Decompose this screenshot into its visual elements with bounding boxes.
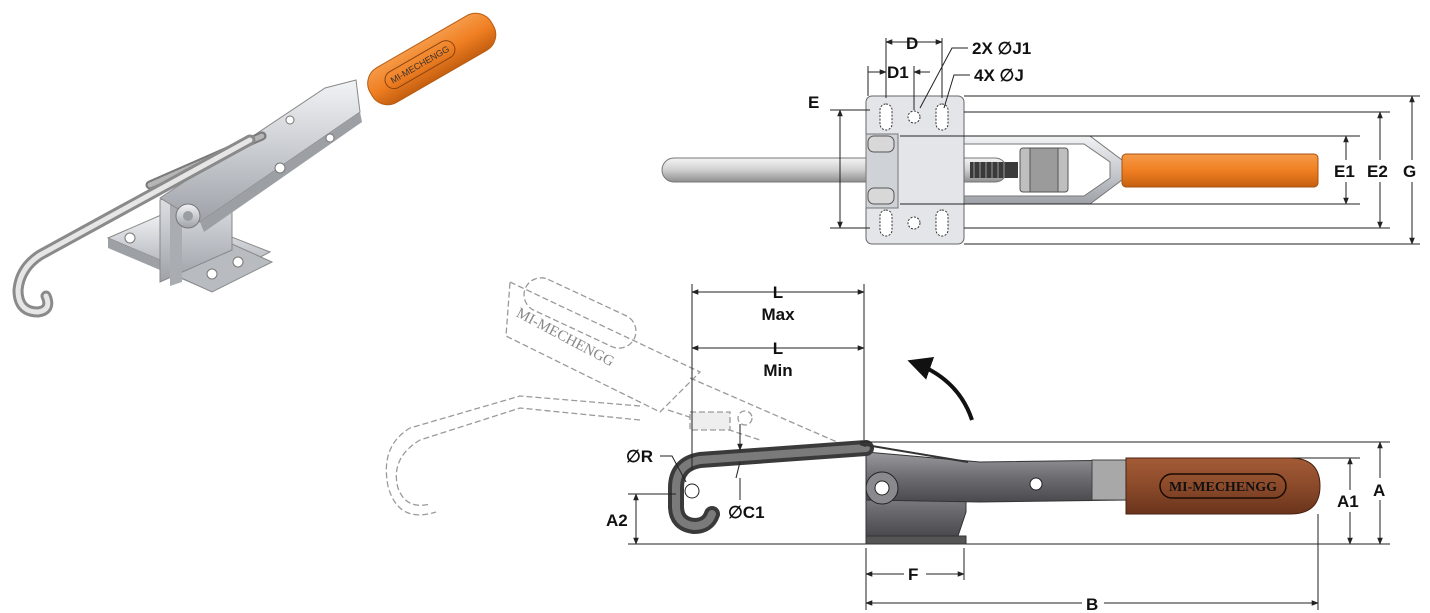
label-A2: A2 <box>606 511 628 530</box>
label-F: F <box>908 565 918 584</box>
rotation-arrow <box>907 356 974 421</box>
svg-text:MI-MECHENGG: MI-MECHENGG <box>513 305 616 370</box>
label-E1: E1 <box>1334 162 1355 181</box>
top-view <box>661 95 1319 245</box>
label-E2: E2 <box>1367 162 1388 181</box>
label-L-min: L <box>773 339 783 358</box>
label-C1: ∅C1 <box>728 503 765 522</box>
ghost-open-position <box>385 277 861 516</box>
top-view-dimensions <box>830 38 1420 245</box>
label-R: ∅R <box>626 447 653 466</box>
side-view-labels: L Max L Min ∅R ∅C1 A2 A1 A F B <box>606 283 1390 613</box>
label-B: B <box>1086 595 1098 613</box>
label-A: A <box>1373 481 1385 500</box>
side-view-solid: MI-MECHENGG <box>668 440 1321 545</box>
label-D1: D1 <box>887 63 909 82</box>
label-4x-J: 4X ∅J <box>974 66 1024 85</box>
handle-brand-label: MI-MECHENGG <box>1169 480 1277 495</box>
label-D: D <box>906 34 918 53</box>
top-view-labels: D D1 2X ∅J1 4X ∅J E E1 E2 G <box>808 34 1423 182</box>
label-E: E <box>808 93 819 112</box>
label-max: Max <box>761 305 795 324</box>
label-A1: A1 <box>1337 492 1359 511</box>
label-L-max: L <box>773 283 783 302</box>
label-G: G <box>1403 162 1416 181</box>
ghost-handle-brand: MI-MECHENGG <box>513 305 616 370</box>
product-3d-view: MI-MECHENGG <box>12 12 497 318</box>
label-min: Min <box>763 361 792 380</box>
side-view-dimensions <box>628 284 1390 610</box>
label-2x-J1: 2X ∅J1 <box>972 39 1031 58</box>
